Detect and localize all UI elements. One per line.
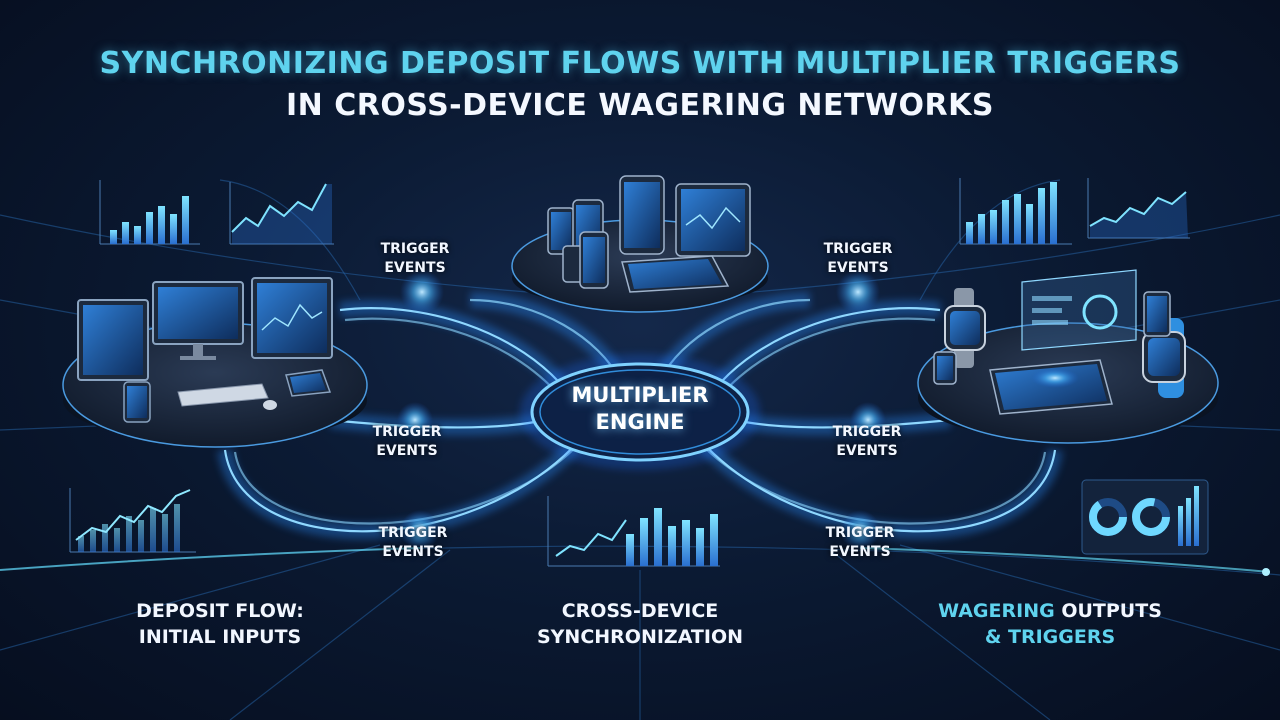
trigger-label-line-1: TRIGGER — [378, 525, 448, 541]
donut-chart-icon — [1081, 479, 1209, 555]
bar-chart-icon — [959, 178, 1072, 245]
wagering-outputs-line-1: WAGERING OUTPUTS — [920, 598, 1180, 624]
trigger-label-line-2: EVENTS — [384, 260, 446, 276]
bar-chart-icon — [99, 180, 200, 245]
wagering-outputs-line-2: & TRIGGERS — [984, 626, 1116, 648]
trigger-label-line-1: TRIGGER — [380, 241, 450, 257]
trigger-events-label: TRIGGER EVENTS — [803, 240, 913, 278]
smartwatch-icon — [944, 288, 1186, 398]
smartphone-icon — [123, 381, 151, 423]
wagering-highlight: WAGERING — [938, 600, 1055, 622]
trigger-events-label: TRIGGER EVENTS — [812, 423, 922, 461]
tablet-icon — [989, 359, 1113, 415]
trigger-events-label: TRIGGER EVENTS — [358, 524, 468, 562]
bar-chart-icon — [547, 496, 720, 567]
trigger-label-line-2: EVENTS — [829, 544, 891, 560]
cross-device-sync-label: CROSS-DEVICE SYNCHRONIZATION — [500, 598, 780, 650]
deposit-flow-label: DEPOSIT FLOW: INITIAL INPUTS — [110, 598, 330, 650]
line-chart-icon — [69, 488, 196, 553]
title-line-2: IN CROSS-DEVICE WAGERING NETWORKS — [285, 88, 994, 123]
trigger-events-label: TRIGGER EVENTS — [360, 240, 470, 278]
trigger-events-label: TRIGGER EVENTS — [352, 423, 462, 461]
trigger-label-line-1: TRIGGER — [832, 424, 902, 440]
line-chart-icon — [1087, 178, 1190, 239]
trigger-label-line-2: EVENTS — [382, 544, 444, 560]
keyboard-icon — [177, 383, 277, 410]
multiplier-engine-node — [520, 354, 760, 470]
deposit-flow-line-2: INITIAL INPUTS — [138, 626, 302, 648]
edge-light-streak-left — [0, 547, 421, 571]
cross-device-line-1: CROSS-DEVICE — [561, 600, 719, 622]
multiplier-engine-label: MULTIPLIER ENGINE — [540, 382, 740, 436]
trigger-events-label: TRIGGER EVENTS — [805, 524, 915, 562]
trigger-label-line-2: EVENTS — [376, 443, 438, 459]
holographic-dashboard — [1021, 269, 1137, 351]
engine-label-line-1: MULTIPLIER — [571, 383, 709, 407]
wagering-outputs-label: WAGERING OUTPUTS & TRIGGERS — [920, 598, 1180, 650]
edge-light-streak-right — [859, 547, 1271, 576]
line-chart-icon — [229, 182, 334, 245]
smartphone-icon — [933, 291, 1171, 385]
trigger-label-line-1: TRIGGER — [825, 525, 895, 541]
engine-label-line-2: ENGINE — [595, 410, 685, 434]
tablet-icon — [621, 183, 751, 293]
title-line-1: SYNCHRONIZING DEPOSIT FLOWS WITH MULTIPL… — [99, 46, 1181, 81]
trigger-label-line-2: EVENTS — [827, 260, 889, 276]
cross-device-line-2: SYNCHRONIZATION — [536, 626, 744, 648]
tablet-icon — [285, 369, 332, 397]
trigger-label-line-1: TRIGGER — [372, 424, 442, 440]
trigger-glow-points — [397, 270, 886, 550]
deposit-flow-line-1: DEPOSIT FLOW: — [136, 600, 304, 622]
trigger-label-line-1: TRIGGER — [823, 241, 893, 257]
wagering-outputs-rest: OUTPUTS — [1054, 600, 1162, 622]
smartphone-icon — [547, 175, 665, 289]
trigger-label-line-2: EVENTS — [836, 443, 898, 459]
desktop-monitor-icon — [77, 277, 333, 381]
